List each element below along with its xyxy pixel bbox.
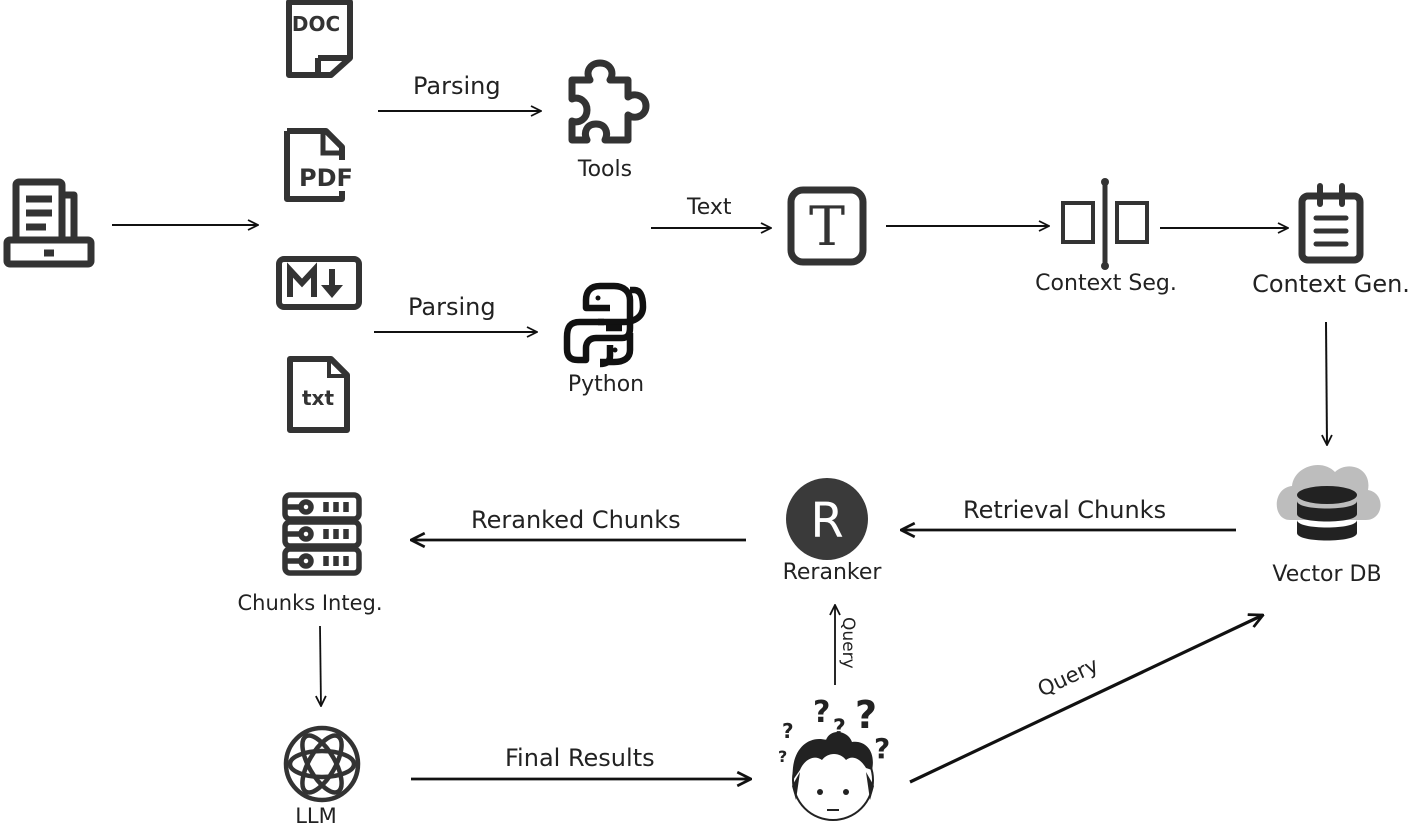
txt-file-label: txt bbox=[302, 386, 334, 410]
confused-user-icon: ? ? ? ? ? ? bbox=[778, 693, 890, 821]
llm-label: LLM bbox=[295, 804, 337, 828]
doc-file-label: DOC bbox=[292, 12, 340, 36]
reranked-chunks-label: Reranked Chunks bbox=[471, 506, 681, 534]
query-diagonal-label: Query bbox=[1034, 653, 1102, 702]
doc-file-icon: DOC bbox=[286, 0, 353, 78]
svg-text:?: ? bbox=[813, 695, 830, 730]
svg-text:?: ? bbox=[782, 719, 794, 743]
text-tool-letter: T bbox=[809, 195, 845, 258]
openai-icon bbox=[283, 725, 361, 803]
query-vertical-label: Query bbox=[838, 617, 858, 669]
document-archive-icon bbox=[3, 178, 95, 268]
tools-label: Tools bbox=[577, 157, 633, 182]
notepad-icon bbox=[1298, 183, 1364, 264]
cloud-database-icon bbox=[1276, 464, 1381, 541]
arrow-integ-to-llm bbox=[320, 625, 321, 706]
chunks-integ-label: Chunks Integ. bbox=[237, 591, 383, 615]
context-segment-icon bbox=[1061, 178, 1149, 270]
svg-text:?: ? bbox=[778, 747, 787, 766]
reranker-icon: R bbox=[786, 478, 868, 560]
parsing-bottom-label: Parsing bbox=[408, 293, 496, 321]
svg-text:?: ? bbox=[833, 716, 846, 741]
context-seg-label: Context Seg. bbox=[1035, 271, 1177, 296]
svg-text:?: ? bbox=[855, 693, 877, 737]
markdown-file-icon bbox=[276, 256, 362, 310]
arrows bbox=[112, 111, 1327, 782]
text-arrow-label: Text bbox=[687, 195, 732, 220]
context-gen-label: Context Gen. bbox=[1252, 270, 1410, 298]
server-icon bbox=[282, 492, 362, 576]
final-results-label: Final Results bbox=[505, 744, 655, 772]
reranker-label: Reranker bbox=[782, 560, 882, 585]
python-icon bbox=[563, 282, 647, 368]
parsing-top-label: Parsing bbox=[413, 72, 501, 100]
txt-file-icon: txt bbox=[287, 356, 350, 433]
pdf-file-label: PDF bbox=[299, 164, 353, 192]
arrow-gen-to-db bbox=[1326, 321, 1327, 445]
python-label: Python bbox=[567, 372, 645, 397]
arrow-query-db bbox=[909, 615, 1263, 784]
text-tool-icon: T bbox=[787, 186, 867, 266]
vector-db-label: Vector DB bbox=[1272, 562, 1382, 587]
retrieval-chunks-label: Retrieval Chunks bbox=[963, 496, 1167, 524]
pdf-file-icon: PDF bbox=[284, 128, 353, 202]
reranker-letter: R bbox=[810, 493, 843, 549]
puzzle-icon bbox=[568, 59, 650, 144]
svg-text:?: ? bbox=[874, 732, 890, 765]
